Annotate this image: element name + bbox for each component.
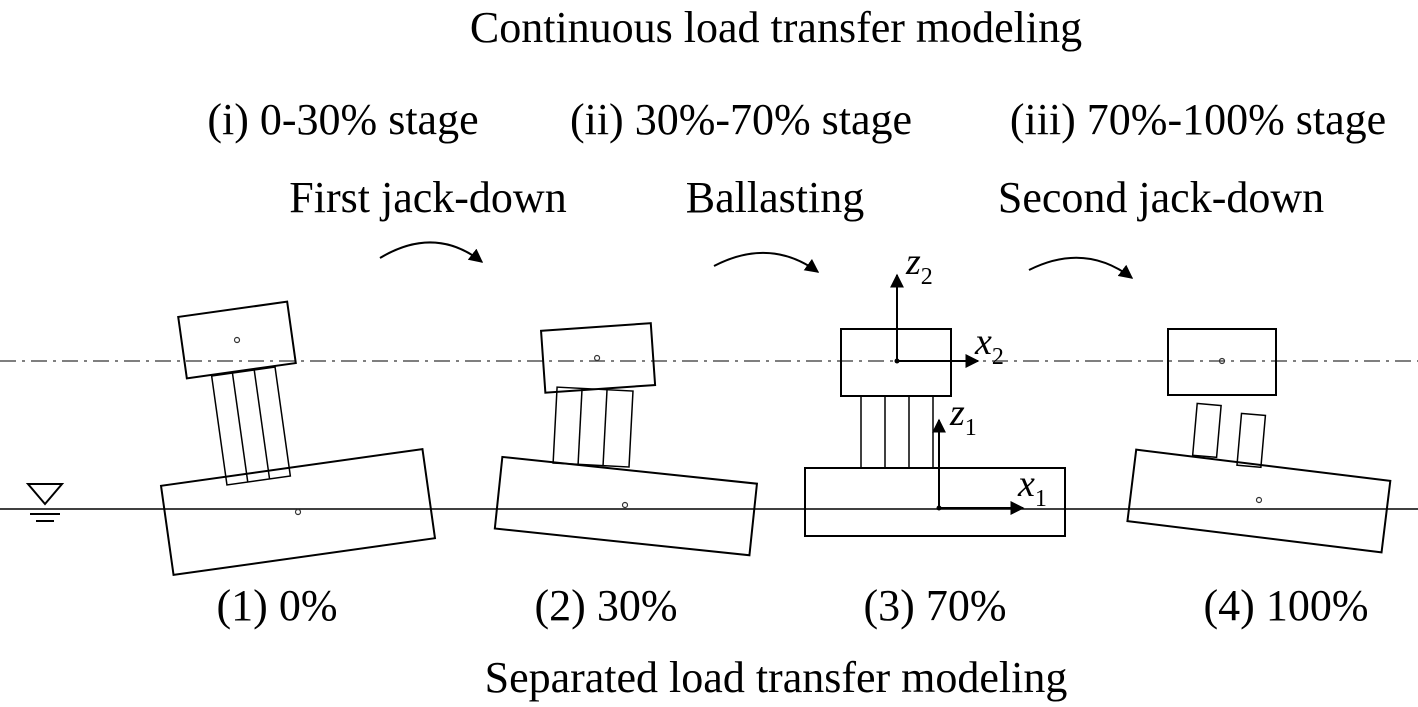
operation-label-1: First jack-down (289, 173, 566, 222)
topside (177, 300, 297, 380)
support-legs (552, 386, 634, 468)
configuration-70-percent: z2 x2 z1 x1 (804, 241, 1066, 537)
top-title: Continuous load transfer modeling (470, 3, 1082, 52)
curved-arrow-icon (379, 241, 484, 263)
bottom-title: Separated load transfer modeling (485, 653, 1068, 702)
barge (493, 455, 759, 557)
barge (1126, 448, 1392, 554)
operation-label-3: Second jack-down (998, 173, 1324, 222)
curved-arrow-icon (1028, 256, 1134, 279)
support-legs (1191, 402, 1267, 469)
operation-label-2: Ballasting (686, 173, 864, 222)
topside (539, 322, 657, 394)
stage-label-2: (ii) 30%-70% stage (570, 95, 912, 144)
step-label-4: (4) 100% (1204, 581, 1369, 630)
barge (804, 467, 1066, 537)
axis-label-x1: x1 (1017, 463, 1047, 512)
triangle-water-level-icon (25, 483, 65, 522)
support-legs (210, 366, 292, 486)
topside (1167, 328, 1277, 396)
step-label-2: (2) 30% (535, 581, 678, 630)
step-label-1: (1) 0% (217, 581, 338, 630)
curved-arrow-icon (713, 251, 820, 273)
step-label-3: (3) 70% (864, 581, 1007, 630)
coordinate-axes-1 (932, 418, 1025, 515)
coordinate-axes-2 (890, 273, 980, 368)
axis-label-z1: z1 (949, 392, 977, 441)
stage-label-1: (i) 0-30% stage (207, 95, 478, 144)
configuration-30-percent (493, 322, 759, 557)
axis-label-x2: x2 (974, 321, 1004, 370)
configuration-100-percent (1126, 328, 1392, 554)
barge (159, 447, 437, 577)
axis-label-z2: z2 (905, 241, 933, 290)
configuration-0-percent (159, 300, 437, 577)
support-legs (860, 395, 934, 469)
stage-label-3: (iii) 70%-100% stage (1010, 95, 1386, 144)
